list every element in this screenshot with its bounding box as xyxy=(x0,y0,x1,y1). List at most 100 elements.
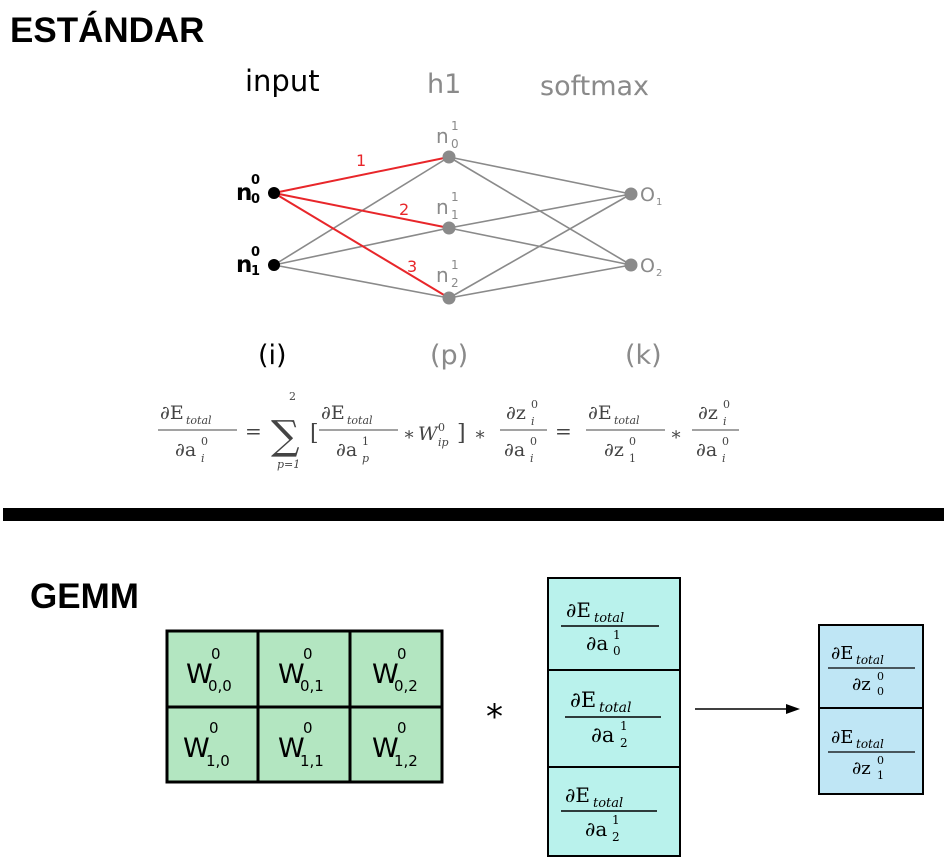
weight-matrix: W 0 0,0 W 0 0,1 W 0 0,2 W 0 1,0 W 0 1,1 … xyxy=(165,629,444,784)
svg-text:O: O xyxy=(640,255,655,277)
svg-text:0: 0 xyxy=(251,192,260,207)
svg-text:∂E: ∂E xyxy=(831,643,853,664)
svg-text:total: total xyxy=(856,737,884,751)
weight-cell-0-0: W 0 0,0 xyxy=(186,645,232,695)
hidden-node-label-1: n 1 1 xyxy=(436,190,459,222)
svg-text:∂z: ∂z xyxy=(698,402,718,424)
gemm-title: GEMM xyxy=(30,577,139,616)
gradient-cell-0: ∂E total ∂a 1 0 xyxy=(561,598,659,658)
svg-text:2: 2 xyxy=(620,736,628,750)
weight-cell-1-2: W 0 1,2 xyxy=(372,719,418,770)
svg-text:O: O xyxy=(640,184,655,206)
input-node-0 xyxy=(268,187,280,199)
svg-text:0: 0 xyxy=(877,754,884,767)
svg-text:W: W xyxy=(372,733,399,764)
svg-text:1: 1 xyxy=(451,190,459,204)
svg-text:i: i xyxy=(722,452,726,465)
hidden-node-0 xyxy=(442,150,456,164)
svg-text:1: 1 xyxy=(620,719,628,733)
svg-text:∂a: ∂a xyxy=(696,439,717,461)
svg-text:0: 0 xyxy=(531,398,538,411)
highlight-edge-1 xyxy=(273,156,450,194)
highlight-edge-label-2: 2 xyxy=(399,200,409,219)
svg-text:1,1: 1,1 xyxy=(300,752,324,770)
highlight-edge-label-1: 1 xyxy=(356,151,366,170)
svg-text:∂a: ∂a xyxy=(591,723,614,747)
svg-text:1: 1 xyxy=(877,769,884,782)
svg-text:n: n xyxy=(236,180,252,206)
backprop-equation: ∂E total ∂a 0 i = 2 ∑ p=1 [ ∂E total ∂a … xyxy=(158,390,739,471)
highlighted-edges xyxy=(273,156,450,299)
svg-text:n: n xyxy=(436,124,449,148)
layer-index-i: (i) xyxy=(258,340,287,371)
svg-text:1: 1 xyxy=(656,197,662,208)
svg-text:ip: ip xyxy=(438,436,449,449)
equation-bracket-open: [ xyxy=(310,421,319,446)
equation-star-2: ∗ xyxy=(474,424,486,445)
svg-text:0: 0 xyxy=(451,137,459,151)
svg-text:1: 1 xyxy=(451,119,459,133)
svg-text:2: 2 xyxy=(612,830,620,844)
svg-text:0: 0 xyxy=(251,245,260,260)
svg-text:∂z: ∂z xyxy=(852,758,871,779)
equation-star-3: ∗ xyxy=(670,424,682,445)
equation-equals-2: = xyxy=(555,419,572,443)
svg-text:∂E: ∂E xyxy=(321,402,345,424)
layer-index-p: (p) xyxy=(430,340,468,371)
equation-equals-1: = xyxy=(245,419,262,443)
svg-text:0: 0 xyxy=(613,644,621,658)
svg-text:W: W xyxy=(278,659,305,690)
input-node-label-0: n 0 0 xyxy=(236,173,260,207)
svg-text:0: 0 xyxy=(303,645,313,663)
svg-text:∂E: ∂E xyxy=(831,727,853,748)
svg-text:1: 1 xyxy=(613,628,621,642)
highlight-edge-3 xyxy=(273,192,450,299)
svg-text:0,1: 0,1 xyxy=(300,677,324,695)
svg-text:n: n xyxy=(436,195,449,219)
result-arrow xyxy=(695,704,800,714)
svg-text:0: 0 xyxy=(723,398,730,411)
network-edges xyxy=(273,156,632,299)
svg-text:∂E: ∂E xyxy=(570,688,596,712)
section-divider xyxy=(3,508,944,521)
svg-text:1,2: 1,2 xyxy=(394,752,418,770)
svg-text:∂z: ∂z xyxy=(604,439,624,461)
svg-text:0: 0 xyxy=(438,421,445,434)
svg-text:W: W xyxy=(183,733,210,764)
edge-n10-h2 xyxy=(273,264,450,299)
svg-text:∂a: ∂a xyxy=(336,439,357,461)
svg-text:n: n xyxy=(436,263,449,287)
svg-text:0: 0 xyxy=(722,435,729,448)
svg-text:i: i xyxy=(530,452,534,465)
output-node-label-2: O 2 xyxy=(640,255,662,279)
result-cell-1: ∂E total ∂z 0 1 xyxy=(828,727,915,782)
equation-bracket-close: ] xyxy=(457,421,466,446)
equation-term-4: ∂z 0 i ∂a 0 i xyxy=(692,398,739,465)
svg-text:0: 0 xyxy=(211,645,221,663)
svg-text:∂E: ∂E xyxy=(588,402,612,424)
hidden-node-1 xyxy=(442,221,456,235)
svg-text:total: total xyxy=(186,414,212,427)
svg-text:∂E: ∂E xyxy=(566,598,591,622)
equation-weight: W 0 ip xyxy=(418,421,449,449)
equation-sum: 2 ∑ p=1 xyxy=(271,390,300,471)
result-cell-0: ∂E total ∂z 0 0 xyxy=(828,643,915,698)
result-vector: ∂E total ∂z 0 0 ∂E total ∂z 0 1 xyxy=(818,624,924,795)
svg-text:2: 2 xyxy=(289,390,296,403)
input-node-label-1: n 0 1 xyxy=(236,245,260,279)
svg-text:1: 1 xyxy=(451,208,459,222)
svg-text:0: 0 xyxy=(877,670,884,683)
svg-text:1: 1 xyxy=(362,435,369,448)
svg-text:1: 1 xyxy=(612,813,620,827)
svg-text:1: 1 xyxy=(629,452,636,465)
equation-term-1: ∂E total ∂a 1 p xyxy=(319,402,398,465)
layer-index-k: (k) xyxy=(625,340,662,371)
svg-text:n: n xyxy=(236,252,252,278)
svg-text:i: i xyxy=(723,415,727,428)
svg-text:2: 2 xyxy=(451,276,459,290)
svg-text:W: W xyxy=(278,733,305,764)
svg-text:∂z: ∂z xyxy=(506,402,526,424)
svg-text:∂a: ∂a xyxy=(504,439,525,461)
svg-text:1: 1 xyxy=(251,264,260,279)
